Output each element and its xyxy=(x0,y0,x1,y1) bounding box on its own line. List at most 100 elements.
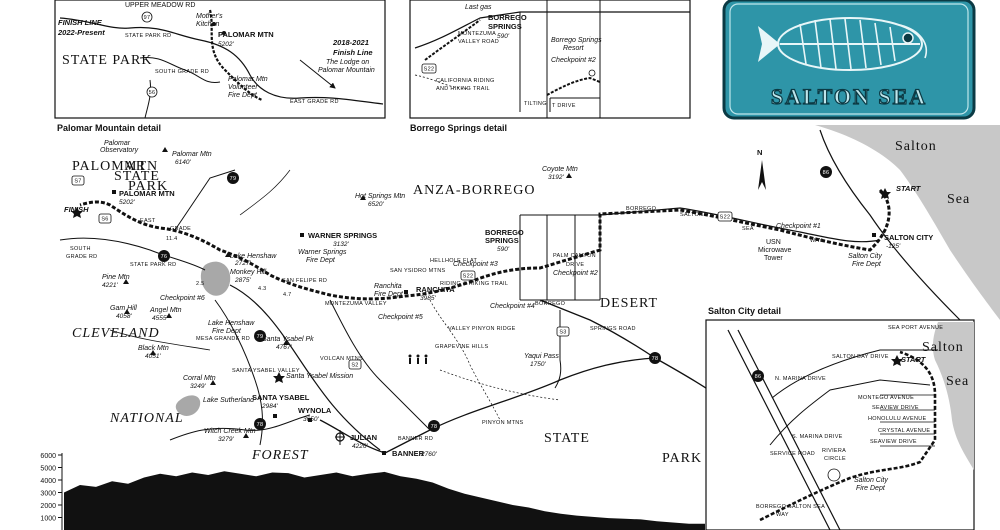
grapevine-hills: GRAPEVINE HILLS xyxy=(435,344,488,350)
peak-markers xyxy=(123,147,572,438)
warner-springs: WARNER SPRINGS xyxy=(308,231,377,240)
borrego-salton-label: BORREGO xyxy=(626,206,657,212)
sea-way-2: WAY xyxy=(810,238,823,244)
salton-city-elev: -125' xyxy=(886,243,901,250)
ranchita-elev: 3985' xyxy=(420,295,436,302)
lake-henshaw-elev: 2727' xyxy=(234,260,251,267)
palomar-detail-caption: Palomar Mountain detail xyxy=(57,123,161,133)
banner-rd: BANNER RD xyxy=(398,436,433,442)
creek-1 xyxy=(239,169,291,216)
borrego-springs-elev: 590' xyxy=(497,246,510,253)
observatory-1: Palomar xyxy=(104,140,131,147)
santa-ysabel-pk-elev: 4767' xyxy=(276,344,292,351)
usn-1: USN xyxy=(766,239,781,246)
angel-mtn: Angel Mtn xyxy=(149,307,182,314)
palomar-state-park-rd: STATE PARK RD xyxy=(125,33,171,39)
riviera-circle-shape xyxy=(827,468,841,482)
santa-ysabel-pk: Santa Ysabel Pk xyxy=(262,336,314,343)
california-riding-2: AND HIKING TRAIL xyxy=(436,86,490,92)
road-yaqui-pass xyxy=(554,310,562,389)
california-riding-1: CALIFORNIA RIDING xyxy=(436,78,495,84)
shield-s6-icon: S6 xyxy=(98,213,112,224)
palomar-sp-3: STATE xyxy=(114,169,160,184)
state-label: STATE xyxy=(544,431,590,446)
riviera-1: RIVIERA xyxy=(822,448,846,454)
banner-dot xyxy=(382,451,386,455)
mile-4-3: 4.3 xyxy=(258,286,267,292)
salton-city-dot xyxy=(872,233,876,237)
warner-springs-dot xyxy=(300,233,304,237)
peak-hot-springs-icon xyxy=(360,195,366,200)
finish-line-old-note-1: The Lodge on xyxy=(326,59,369,66)
shield-97-icon: 97 xyxy=(141,11,153,23)
salton-detail-streets xyxy=(880,394,935,447)
palomar-peak-elev: 6140' xyxy=(175,159,191,166)
trail-grapevine xyxy=(439,369,561,401)
pine-mtn-elev: 4221' xyxy=(102,282,118,289)
san-felipe-rd: SAN FELIPE RD xyxy=(282,278,327,284)
shield-56-icon: 56 xyxy=(146,86,158,98)
lake-henshaw xyxy=(200,261,231,296)
shield-79-south-icon: 79 xyxy=(254,330,266,342)
palomar-detail-route xyxy=(208,9,263,102)
salton-detail-borrego: BORREGO SALTON SEA xyxy=(756,504,825,510)
ranchita: RANCHITA xyxy=(416,285,455,294)
park-label: PARK xyxy=(662,451,702,466)
borrego-riding-trail xyxy=(414,74,471,89)
black-mtn-elev: 4051' xyxy=(145,353,161,360)
main-map: 79 79 76 78 78 78 86 S22 S3 S2 S6 S7 S22 xyxy=(59,125,1000,466)
profile-silhouette xyxy=(64,471,705,530)
salton-fd-1: Salton City xyxy=(848,253,882,260)
salton-bay-drive xyxy=(771,349,938,399)
mesa-grande: MESA GRANDE RD xyxy=(196,336,250,342)
profile-tick-label: 1000 xyxy=(40,516,56,523)
gam-hill: Gam Hill xyxy=(110,305,137,312)
east-grade-rd: EAST GRADE RD xyxy=(290,99,339,105)
lake-henshaw-label: Lake Henshaw xyxy=(230,253,277,260)
peak-gam-icon xyxy=(124,309,130,314)
detail-palomar-mtn: PALOMAR MTN xyxy=(218,30,274,39)
profile-tick-label: 2000 xyxy=(40,503,56,510)
road-86 xyxy=(819,129,961,321)
hot-springs-elev: 6520' xyxy=(368,201,384,208)
south-grade-rd: SOUTH GRADE RD xyxy=(155,69,209,75)
peak-angel-icon xyxy=(166,313,172,318)
salton-detail-water xyxy=(932,322,974,470)
borrego-valley-road: VALLEY ROAD xyxy=(458,39,499,45)
finish-line-old-years: 2018-2021 xyxy=(332,38,369,47)
anza-borrego-label: ANZA-BORREGO xyxy=(413,183,535,198)
salton-bay-drive-label: SALTON BAY DRIVE xyxy=(832,354,889,360)
svg-text:N: N xyxy=(757,148,762,157)
borrego-montezuma: MONTEZUMA xyxy=(458,31,496,37)
black-mtn: Black Mtn xyxy=(138,345,169,352)
peak-coyote-icon xyxy=(566,173,572,178)
road-78-east xyxy=(319,357,656,454)
sea-water-label: Sea xyxy=(947,192,970,207)
svg-text:S22: S22 xyxy=(463,274,474,280)
checkpoint-2-main: Checkpoint #2 xyxy=(553,270,598,277)
salton-water-label: Salton xyxy=(895,139,937,154)
gam-hill-elev: 4058' xyxy=(116,313,132,320)
svg-text:86: 86 xyxy=(755,374,762,380)
wynola-elev: 3650' xyxy=(303,416,319,423)
borrego-springs-1: BORREGO xyxy=(485,228,524,237)
salton-detail-inset: 86 SEA PORT AVENUE SALTON BAY DRIVE STAR… xyxy=(705,319,975,530)
detail-palomar-mtn-elev: 5202' xyxy=(218,41,234,48)
svg-text:S22: S22 xyxy=(720,215,731,221)
borrego-detail-caption: Borrego Springs detail xyxy=(410,123,507,133)
wynola: WYNOLA xyxy=(298,406,332,415)
shield-s7-icon: S7 xyxy=(71,175,85,186)
witch-creek: Witch Creek Mtn xyxy=(204,428,256,435)
checkpoint-4: Checkpoint #4 xyxy=(490,303,535,310)
profile-tick-label: 5000 xyxy=(40,466,56,473)
monkey-hill: Monkey Hill xyxy=(230,269,267,276)
ranchita-fd-1: Ranchita xyxy=(374,283,402,290)
state-park-rd-main: STATE PARK RD xyxy=(130,262,176,268)
borrego-detail-town-2: SPRINGS xyxy=(488,22,522,31)
svg-text:S7: S7 xyxy=(74,179,81,185)
svg-text:S22: S22 xyxy=(424,67,435,73)
salton-detail-fd-1: Salton City xyxy=(854,477,888,484)
honolulu-avenue: HONOLULU AVENUE xyxy=(868,416,927,422)
corral-mtn-elev: 3249' xyxy=(190,383,206,390)
santa-ysabel: SANTA YSABEL xyxy=(252,393,310,402)
